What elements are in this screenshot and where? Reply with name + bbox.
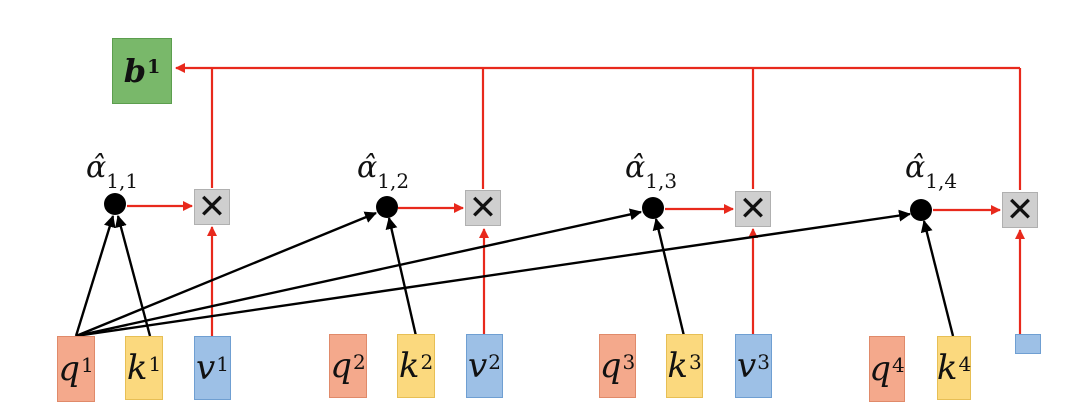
- multiply-node-3: ✕: [735, 191, 771, 227]
- alpha-label-1-3: α̂1,3: [625, 150, 678, 193]
- v4-box-partial: [1015, 334, 1041, 354]
- k1-to-alpha-1: [115, 215, 152, 337]
- q1-to-alpha-2: [75, 211, 377, 338]
- k2-to-alpha-2: [385, 217, 418, 337]
- sum-network: [175, 63, 1022, 190]
- qk-to-alpha-arrows: [74, 208, 955, 338]
- alpha-label-1-4: α̂1,4: [905, 150, 958, 193]
- multiply-node-2: ✕: [465, 190, 501, 226]
- v-to-mult-arrows: [207, 226, 1025, 336]
- q1-to-alpha-3: [75, 208, 642, 338]
- q1-to-alpha-4: [75, 209, 911, 338]
- alpha-label-1-2: α̂1,2: [357, 150, 410, 193]
- q1-to-alpha-1: [74, 215, 116, 337]
- multiply-node-1: ✕: [194, 189, 230, 225]
- alpha-node-2: [376, 196, 398, 218]
- alpha-label-1-1: α̂1,1: [86, 150, 139, 193]
- output-superscript: 1: [147, 56, 161, 78]
- output-symbol: b: [123, 52, 147, 90]
- alpha-node-1: [104, 193, 126, 215]
- alpha-node-3: [642, 197, 664, 219]
- alpha-to-mult-arrows: [127, 201, 1001, 215]
- k3-to-alpha-3: [652, 218, 686, 337]
- k4-to-alpha-4: [920, 220, 955, 337]
- alpha-node-4: [910, 199, 932, 221]
- multiply-node-4: ✕: [1002, 192, 1038, 228]
